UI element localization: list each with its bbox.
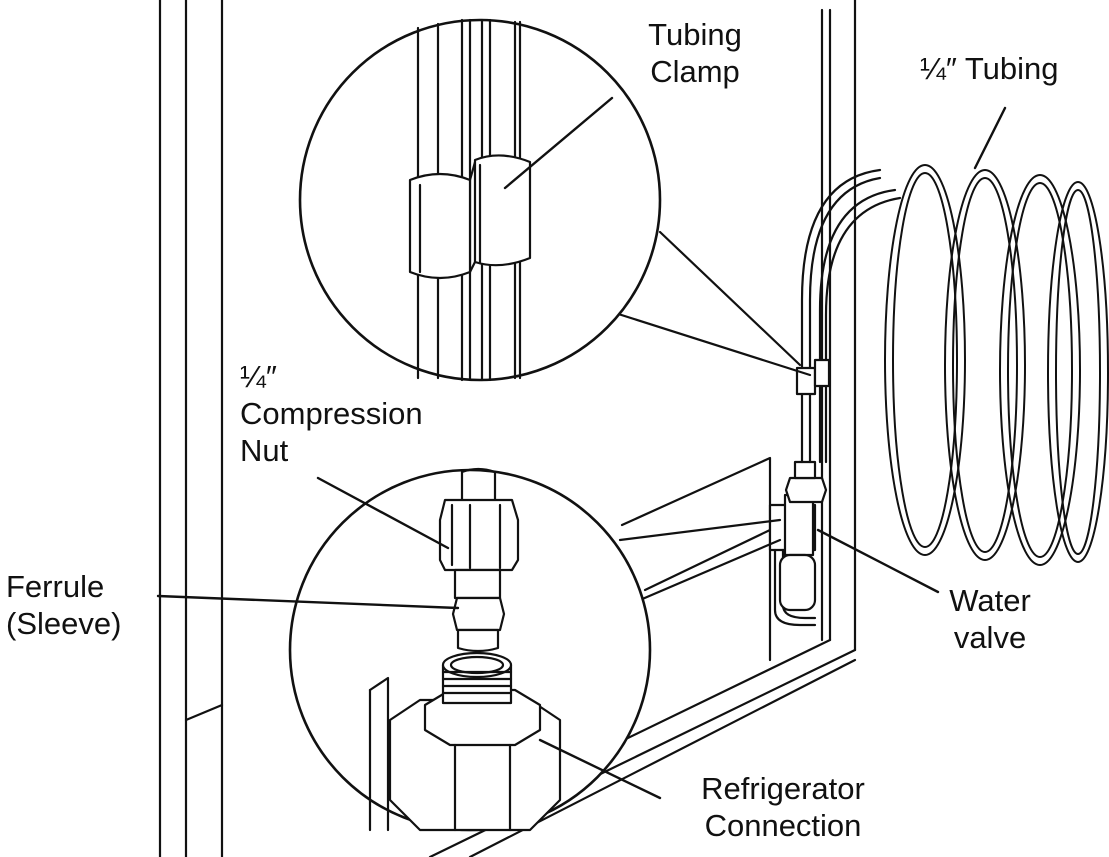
- label-tubing-clamp-line2: Clamp: [650, 54, 740, 89]
- label-compression-nut-fraction: ¼″: [240, 359, 277, 394]
- label-compression-nut-line1: Compression: [240, 396, 423, 431]
- label-refrigerator-connection-line2: Connection: [704, 808, 862, 843]
- lower-magnifier: [288, 467, 782, 832]
- label-ferrule: Ferrule (Sleeve): [6, 568, 121, 642]
- label-refrigerator-connection-line1: Refrigerator: [701, 771, 865, 806]
- label-refrigerator-connection: Refrigerator Connection: [668, 770, 898, 844]
- leader-refrigerator-connection: [538, 738, 662, 800]
- label-compression-nut: ¼″ Compression Nut: [240, 358, 423, 469]
- label-quarter-tubing: ¼″ Tubing: [920, 50, 1059, 87]
- leader-compression-nut: [316, 476, 450, 550]
- water-valve-body: [768, 460, 828, 627]
- leader-lines: [156, 96, 1007, 800]
- small-tubing: [795, 168, 902, 464]
- leader-ferrule: [156, 594, 460, 610]
- label-ferrule-line2: (Sleeve): [6, 606, 122, 641]
- label-water-valve-line1: Water: [949, 583, 1031, 618]
- label-water-valve: Water valve: [920, 582, 1060, 656]
- label-quarter-tubing-text: Tubing: [964, 51, 1059, 86]
- label-water-valve-line2: valve: [953, 620, 1027, 655]
- label-tubing-clamp: Tubing Clamp: [620, 16, 770, 90]
- leader-quarter-tubing: [973, 106, 1007, 170]
- label-quarter-tubing-fraction: ¼″: [920, 51, 957, 86]
- coiled-tubing: [884, 164, 1109, 566]
- label-compression-nut-line2: Nut: [240, 433, 289, 468]
- label-tubing-clamp-line1: Tubing: [648, 17, 742, 52]
- leader-tubing-clamp: [503, 96, 614, 190]
- leader-water-valve: [816, 528, 940, 594]
- label-ferrule-line1: Ferrule: [6, 569, 105, 604]
- upper-magnifier: [298, 18, 812, 382]
